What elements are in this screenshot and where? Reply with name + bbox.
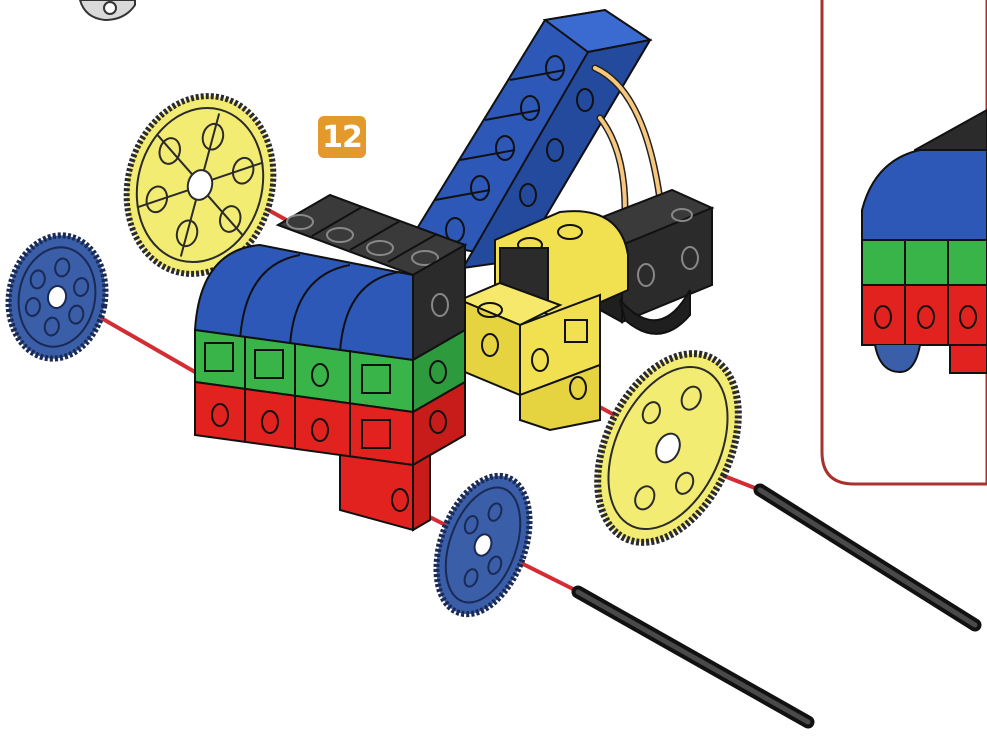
partial-part-top-left — [80, 0, 135, 20]
inset-model-detail — [862, 110, 987, 373]
axle-rod-upper — [760, 490, 975, 625]
step-number-badge: 12 — [318, 116, 366, 158]
detail-inset — [822, 0, 987, 484]
blue-gear-left — [0, 228, 115, 367]
axle-rod-lower — [578, 592, 808, 722]
blue-gear-bottom — [419, 463, 547, 627]
